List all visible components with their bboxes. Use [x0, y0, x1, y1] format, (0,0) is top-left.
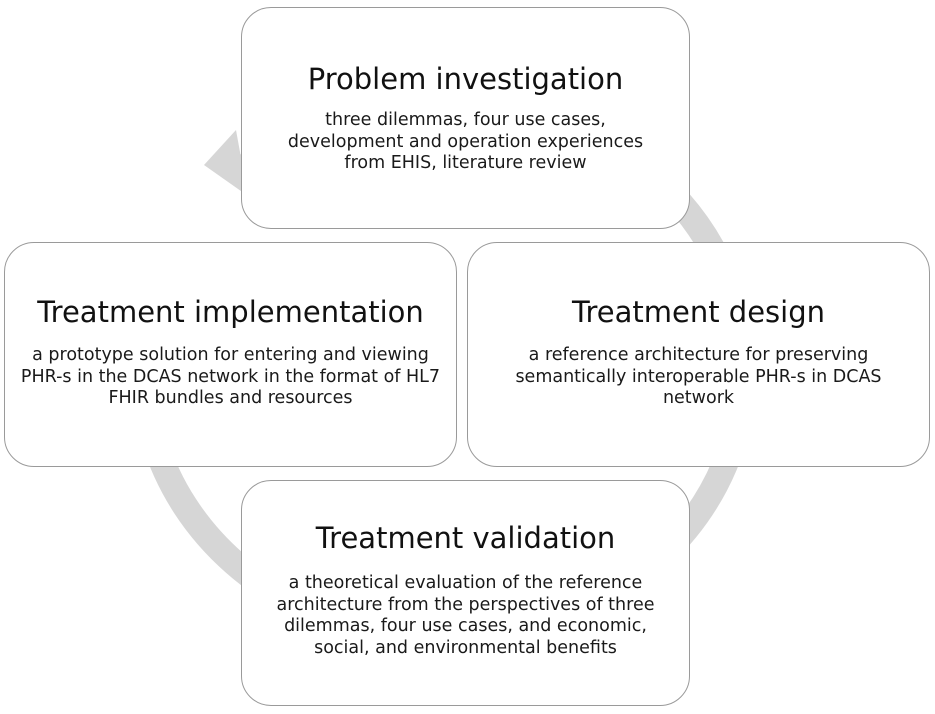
stage-title: Treatment implementation — [37, 295, 424, 329]
stage-description: a reference architecture for preserving … — [515, 345, 882, 408]
stage-treatment-implementation: Treatment implementation a prototype sol… — [4, 242, 457, 467]
stage-description: a theoretical evaluation of the referenc… — [276, 573, 655, 658]
stage-problem-investigation: Problem investigation three dilemmas, fo… — [241, 7, 690, 229]
stage-treatment-validation: Treatment validation a theoretical evalu… — [241, 480, 690, 706]
stage-treatment-design: Treatment design a reference architectur… — [467, 242, 930, 467]
stage-description: three dilemmas, four use cases, developm… — [287, 110, 644, 173]
stage-description: a prototype solution for entering and vi… — [20, 345, 441, 408]
stage-title: Treatment design — [572, 295, 825, 329]
stage-title: Problem investigation — [307, 62, 624, 96]
stage-title: Treatment validation — [315, 521, 616, 555]
